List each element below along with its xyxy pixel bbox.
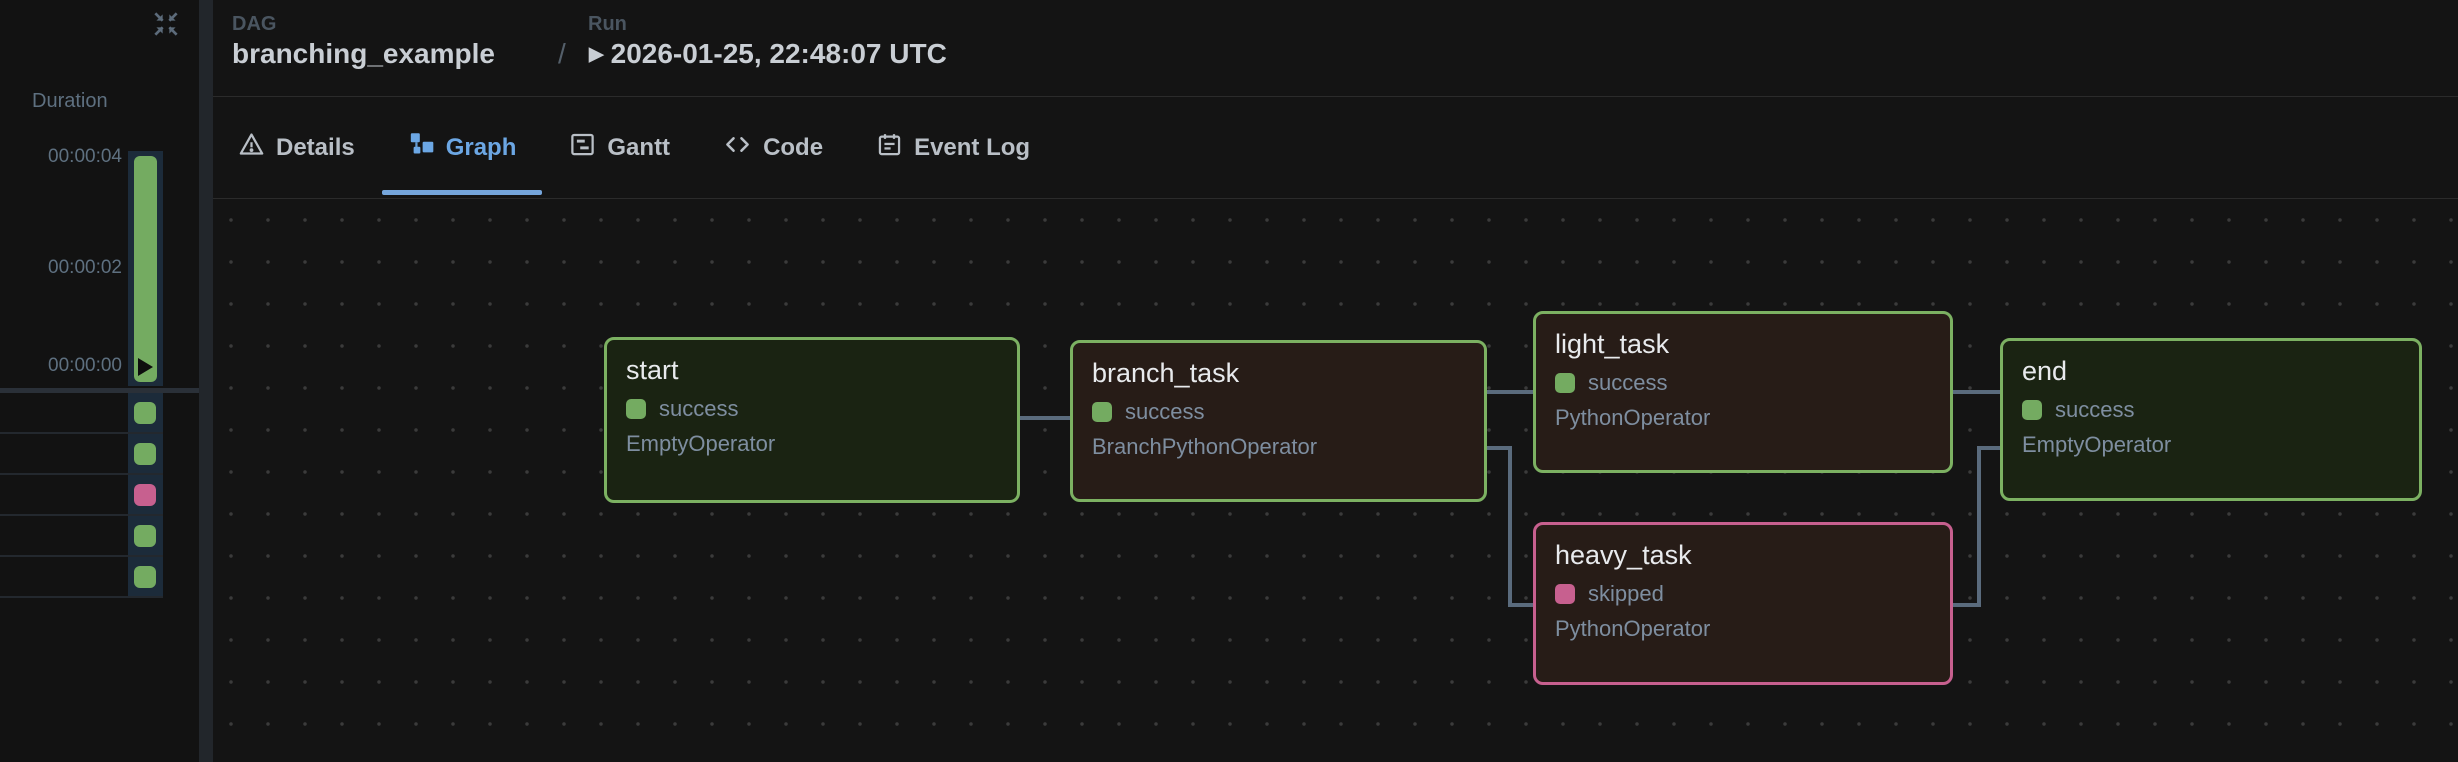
task-row bbox=[0, 557, 163, 598]
run-duration-bar[interactable] bbox=[134, 156, 157, 382]
tab-details[interactable]: Details bbox=[238, 97, 355, 198]
task-status-square-end[interactable] bbox=[134, 565, 156, 588]
task-name: start bbox=[626, 355, 679, 385]
selected-run-marker-icon bbox=[138, 358, 153, 376]
tab-label: Graph bbox=[445, 133, 517, 161]
code-icon bbox=[723, 131, 752, 165]
edge-start-branch-task bbox=[1020, 416, 1072, 420]
task-status-square-branch-task[interactable] bbox=[134, 442, 156, 465]
task-status-label: success bbox=[2055, 397, 2135, 422]
edge-branch-task-heavy-task bbox=[1508, 603, 1536, 607]
task-operator-label: EmptyOperator bbox=[2022, 432, 2172, 457]
task-operator-label: PythonOperator bbox=[1555, 405, 1711, 430]
event-log-icon bbox=[876, 131, 903, 165]
task-name: branch_task bbox=[1092, 358, 1240, 388]
task-node-heavy-task[interactable]: heavy_task skipped PythonOperator bbox=[1533, 522, 1953, 685]
breadcrumb-separator: / bbox=[558, 38, 566, 69]
task-status-label: success bbox=[1125, 399, 1205, 424]
task-status-square-light-task[interactable] bbox=[134, 524, 156, 547]
edge-branch-task-heavy-task bbox=[1485, 446, 1512, 450]
tab-event-log[interactable]: Event Log bbox=[876, 97, 1030, 198]
run-timestamp: 2026-01-25, 22:48:07 UTC bbox=[610, 38, 947, 69]
task-row bbox=[0, 516, 163, 557]
task-status-square-start[interactable] bbox=[134, 401, 156, 424]
task-instance-rows bbox=[0, 393, 199, 598]
edge-heavy-task-end bbox=[1977, 446, 2002, 450]
task-row bbox=[0, 475, 163, 516]
collapse-arrows-icon bbox=[150, 8, 182, 45]
graph-icon bbox=[408, 131, 435, 165]
run-crumb-label: Run bbox=[588, 13, 627, 35]
duration-tick: 00:00:00 bbox=[48, 355, 122, 376]
breadcrumb-header: DAG branching_example / Run ▶ 2026-01-25,… bbox=[213, 0, 2458, 97]
task-node-branch-task[interactable]: branch_task success BranchPythonOperator bbox=[1070, 340, 1487, 502]
duration-tick: 00:00:04 bbox=[48, 146, 122, 167]
task-operator-label: EmptyOperator bbox=[626, 431, 776, 456]
run-duration-column bbox=[128, 151, 163, 386]
status-chip-success bbox=[626, 399, 646, 419]
edge-heavy-task-end bbox=[1977, 446, 1981, 607]
task-row bbox=[0, 434, 163, 475]
panel-resize-divider[interactable] bbox=[199, 0, 213, 762]
status-chip-success bbox=[2022, 400, 2042, 420]
task-name: end bbox=[2022, 356, 2068, 386]
dag-name-link[interactable]: branching_example bbox=[232, 38, 495, 69]
run-id-link[interactable]: ▶ 2026-01-25, 22:48:07 UTC bbox=[589, 38, 947, 70]
collapse-panel-button[interactable] bbox=[144, 4, 188, 48]
warning-triangle-icon bbox=[238, 131, 265, 165]
status-chip-success bbox=[1092, 402, 1112, 422]
tab-graph[interactable]: Graph bbox=[381, 97, 543, 198]
task-operator-label: PythonOperator bbox=[1555, 616, 1711, 641]
task-status-label: skipped bbox=[1588, 581, 1664, 606]
tab-label: Details bbox=[276, 133, 355, 161]
task-status-label: success bbox=[1588, 370, 1668, 395]
task-status-label: success bbox=[659, 396, 739, 421]
tab-label: Event Log bbox=[914, 133, 1031, 161]
edge-branch-task-light-task bbox=[1485, 390, 1535, 394]
duration-tick: 00:00:02 bbox=[48, 257, 122, 278]
edge-branch-task-heavy-task bbox=[1508, 446, 1512, 607]
run-tabs: Details Graph Gantt bbox=[213, 97, 2458, 199]
task-name: light_task bbox=[1555, 329, 1670, 359]
tab-code[interactable]: Code bbox=[723, 97, 823, 198]
edge-heavy-task-end bbox=[1951, 603, 1981, 607]
tab-label: Code bbox=[763, 133, 824, 161]
edge-light-task-end bbox=[1951, 390, 2002, 394]
duration-axis-title: Duration bbox=[32, 90, 108, 112]
task-operator-label: BranchPythonOperator bbox=[1092, 434, 1318, 459]
task-node-light-task[interactable]: light_task success PythonOperator bbox=[1533, 311, 1953, 473]
gantt-icon bbox=[569, 131, 596, 165]
task-node-start[interactable]: start success EmptyOperator bbox=[604, 337, 1020, 503]
dag-crumb-label: DAG bbox=[232, 13, 277, 35]
status-chip-skipped bbox=[1555, 584, 1575, 604]
task-node-end[interactable]: end success EmptyOperator bbox=[2000, 338, 2422, 501]
dag-graph-canvas[interactable]: start success EmptyOperator branch_task … bbox=[213, 199, 2458, 762]
status-chip-success bbox=[1555, 373, 1575, 393]
task-status-square-heavy-task[interactable] bbox=[134, 483, 156, 506]
run-play-icon: ▶ bbox=[589, 44, 604, 65]
task-name: heavy_task bbox=[1555, 540, 1692, 570]
grid-duration-panel: Duration 00:00:04 00:00:02 00:00:00 bbox=[0, 0, 221, 762]
tab-label: Gantt bbox=[607, 133, 671, 161]
tab-gantt[interactable]: Gantt bbox=[569, 97, 670, 198]
task-row bbox=[0, 393, 163, 434]
